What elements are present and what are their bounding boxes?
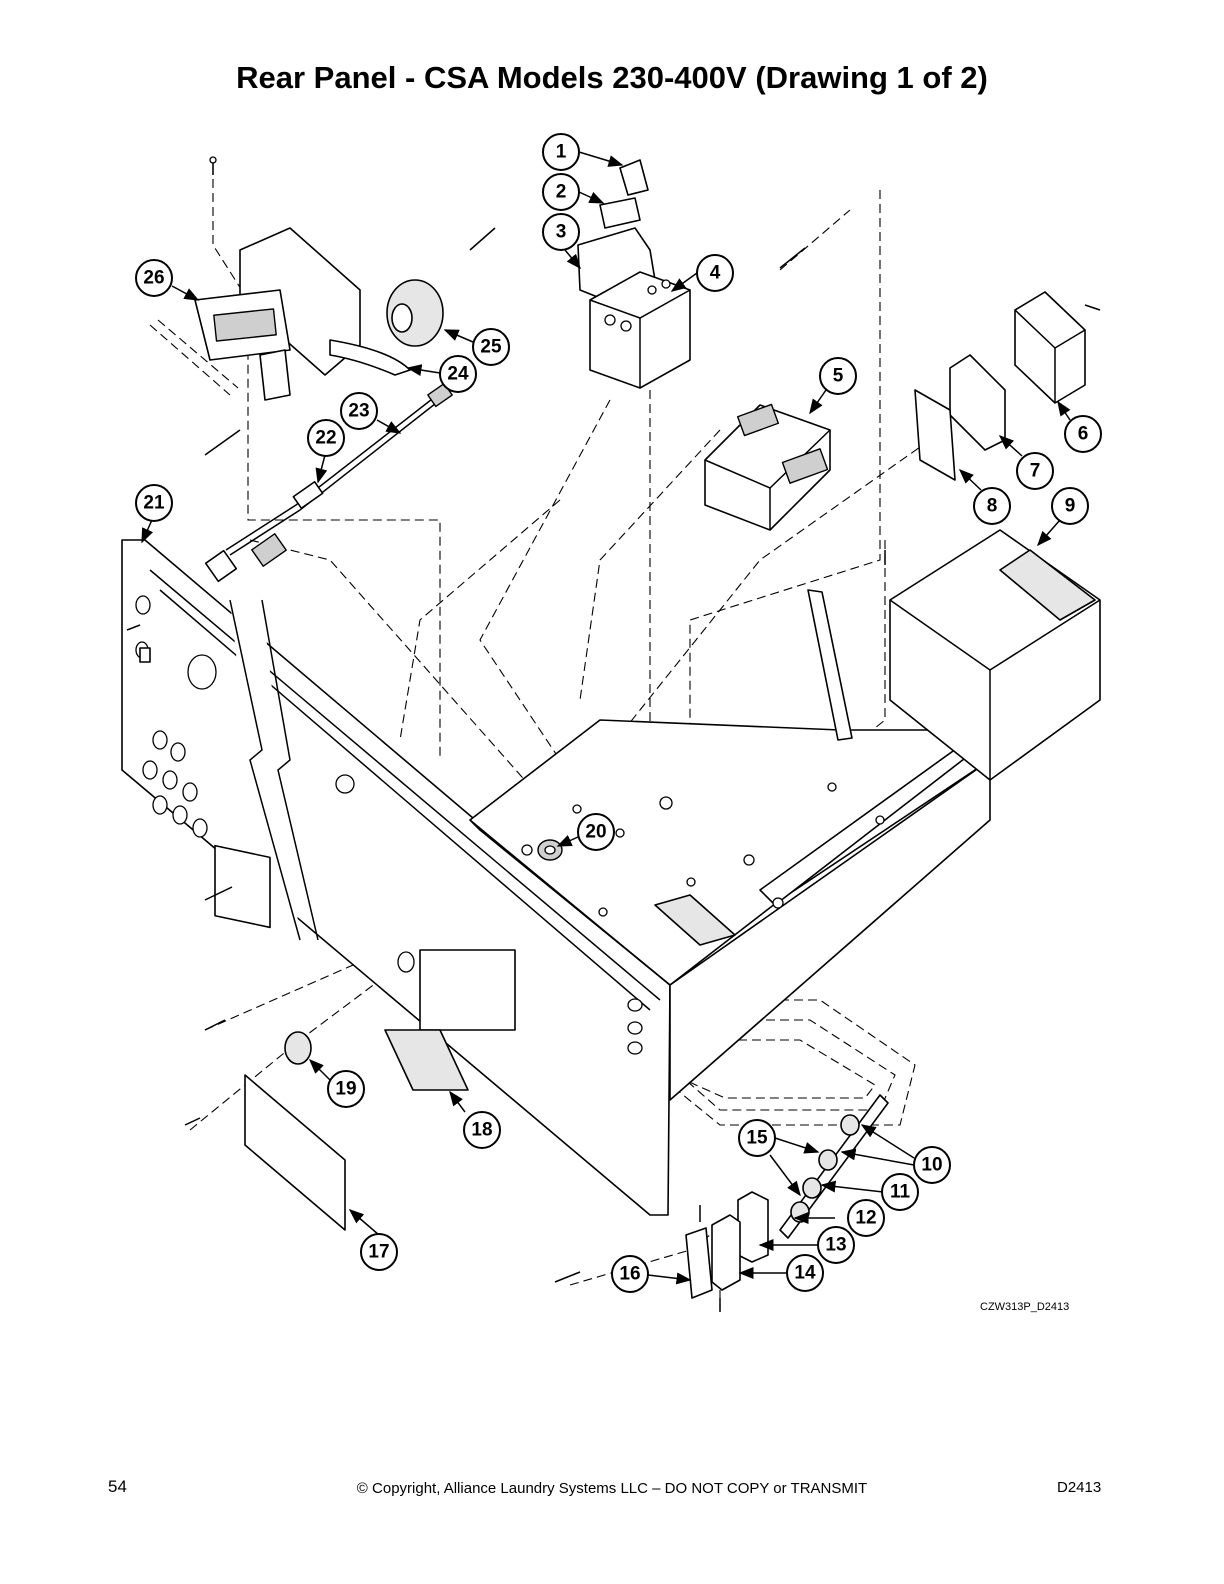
svg-text:18: 18 bbox=[471, 1120, 492, 1141]
callout-17: 17 bbox=[360, 1233, 398, 1271]
callout-4: 4 bbox=[696, 254, 734, 292]
callout-9: 9 bbox=[1051, 487, 1089, 525]
callout-19: 19 bbox=[327, 1070, 365, 1108]
callout-11: 11 bbox=[881, 1173, 919, 1211]
svg-text:26: 26 bbox=[143, 268, 164, 289]
callout-13: 13 bbox=[817, 1226, 855, 1264]
callout-24: 24 bbox=[439, 355, 477, 393]
svg-text:5: 5 bbox=[833, 366, 844, 387]
callout-5: 5 bbox=[819, 357, 857, 395]
callout-12: 12 bbox=[847, 1199, 885, 1237]
callout-25: 25 bbox=[472, 328, 510, 366]
small-parts bbox=[244, 839, 563, 1231]
svg-text:11: 11 bbox=[890, 1182, 911, 1203]
svg-text:25: 25 bbox=[480, 337, 502, 358]
callout-22: 22 bbox=[307, 419, 345, 457]
svg-text:16: 16 bbox=[619, 1264, 640, 1285]
page-number: 54 bbox=[108, 1477, 127, 1496]
svg-text:20: 20 bbox=[585, 822, 606, 843]
contactor-assembly bbox=[577, 159, 691, 389]
svg-text:12: 12 bbox=[855, 1208, 876, 1229]
callout-18: 18 bbox=[463, 1111, 501, 1149]
callout-10: 10 bbox=[913, 1146, 951, 1184]
svg-text:2: 2 bbox=[556, 182, 567, 203]
callout-26: 26 bbox=[135, 259, 173, 297]
callout-15: 15 bbox=[738, 1119, 776, 1157]
svg-text:14: 14 bbox=[794, 1263, 816, 1284]
svg-text:8: 8 bbox=[987, 496, 998, 517]
transformer-box-9 bbox=[889, 529, 1101, 781]
callout-2: 2 bbox=[542, 173, 580, 211]
svg-text:13: 13 bbox=[825, 1235, 846, 1256]
bracket-and-timer bbox=[149, 227, 444, 401]
chassis-base bbox=[469, 589, 996, 1101]
callout-7: 7 bbox=[1016, 452, 1054, 490]
callout-14: 14 bbox=[786, 1254, 824, 1292]
svg-text:15: 15 bbox=[746, 1128, 768, 1149]
svg-text:10: 10 bbox=[921, 1155, 942, 1176]
page-title: Rear Panel - CSA Models 230-400V (Drawin… bbox=[236, 60, 988, 95]
svg-text:22: 22 bbox=[315, 428, 336, 449]
callout-20: 20 bbox=[577, 813, 615, 851]
svg-text:7: 7 bbox=[1030, 461, 1041, 482]
svg-text:19: 19 bbox=[335, 1079, 356, 1100]
svg-text:21: 21 bbox=[143, 493, 165, 514]
callout-8: 8 bbox=[973, 487, 1011, 525]
svg-text:17: 17 bbox=[368, 1242, 389, 1263]
control-transformer-5 bbox=[704, 403, 831, 531]
terminal-block-assembly bbox=[914, 291, 1086, 481]
callout-16: 16 bbox=[611, 1255, 649, 1293]
callout-1: 1 bbox=[542, 133, 580, 171]
callout-23: 23 bbox=[340, 392, 378, 430]
svg-text:24: 24 bbox=[447, 364, 469, 385]
leader-lines bbox=[141, 151, 1071, 1285]
svg-text:1: 1 bbox=[556, 142, 567, 163]
screws bbox=[126, 156, 1101, 1312]
svg-text:23: 23 bbox=[348, 401, 369, 422]
svg-text:3: 3 bbox=[556, 222, 567, 243]
svg-text:9: 9 bbox=[1065, 496, 1076, 517]
callout-6: 6 bbox=[1064, 415, 1102, 453]
callout-21: 21 bbox=[135, 484, 173, 522]
drawing-number: CZW313P_D2413 bbox=[980, 1301, 1070, 1313]
callout-3: 3 bbox=[542, 213, 580, 251]
copyright-notice: © Copyright, Alliance Laundry Systems LL… bbox=[356, 1480, 868, 1497]
svg-text:4: 4 bbox=[710, 263, 721, 284]
svg-text:6: 6 bbox=[1078, 424, 1089, 445]
document-code: D2413 bbox=[1057, 1479, 1102, 1496]
rear-panel-plate bbox=[121, 539, 671, 1216]
wiring-harness bbox=[204, 382, 453, 583]
